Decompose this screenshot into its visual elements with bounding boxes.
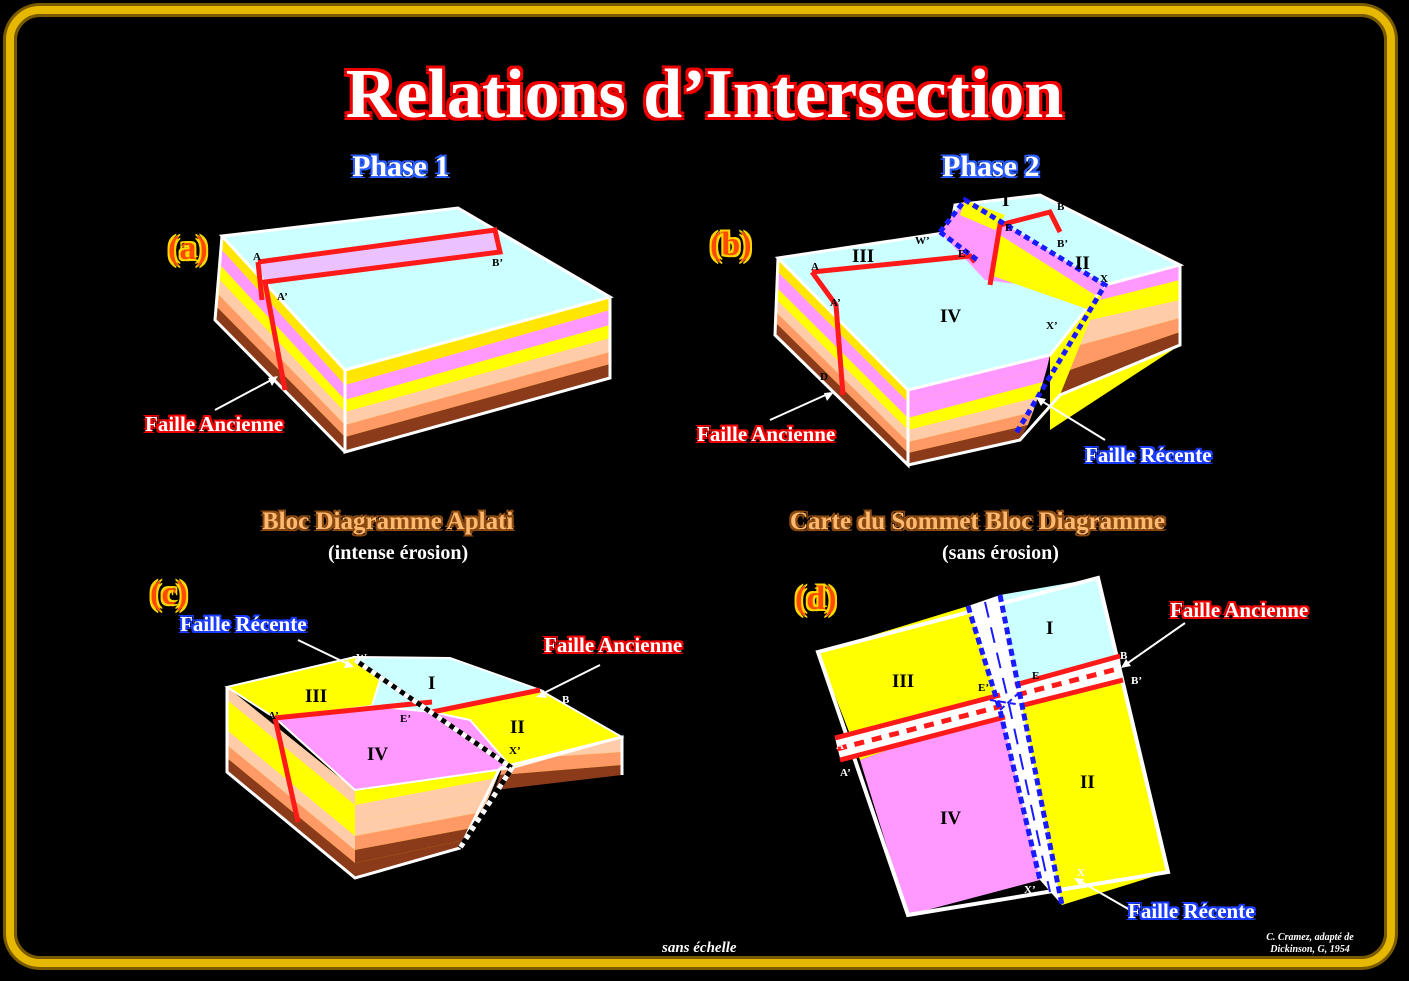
- gold-frame: [6, 6, 1395, 967]
- point-a-prime-c: A’: [268, 710, 279, 722]
- panel-c-label: (c): [150, 575, 188, 612]
- panel-a-label: (a): [168, 230, 208, 267]
- point-e-b: E: [1005, 222, 1013, 234]
- block-i-d: I: [1046, 618, 1054, 639]
- block-iv-c: IV: [367, 744, 389, 765]
- point-b-d: B: [1120, 650, 1128, 662]
- point-w-prime-b: W’: [915, 235, 930, 247]
- label-faille-ancienne-d: Faille Ancienne: [1170, 598, 1309, 622]
- label-faille-ancienne-a: Faille Ancienne: [145, 412, 284, 436]
- point-b-b: B: [1057, 201, 1065, 213]
- map-d: [815, 575, 1186, 918]
- block-iv-d: IV: [940, 808, 962, 829]
- label-faille-recente-d: Faille Récente: [1128, 899, 1255, 923]
- block-i-c: I: [428, 673, 436, 694]
- block-ii-c: II: [510, 717, 525, 738]
- point-x-b: X: [1100, 273, 1108, 285]
- point-b-prime-b: B’: [1057, 238, 1068, 250]
- point-e-prime-b: E’: [958, 248, 969, 260]
- point-e-prime-d: E’: [978, 682, 989, 694]
- block-diagram-a: [213, 206, 614, 454]
- point-x-prime-d: X’: [1024, 884, 1036, 896]
- block-ii-d: II: [1080, 772, 1095, 793]
- block-iii-b: III: [852, 246, 875, 267]
- point-e-prime-c: E’: [400, 713, 411, 725]
- point-w-c: W: [356, 652, 367, 664]
- point-x-d: X: [1077, 867, 1085, 879]
- point-d-prime: D’: [832, 404, 844, 416]
- credit: C. Cramez, adapté de Dickinson, G, 1954: [1250, 932, 1370, 956]
- point-b-prime: B’: [492, 257, 503, 269]
- block-diagram-c: [224, 639, 625, 880]
- point-a-b: A: [811, 261, 819, 273]
- block-i-b: I: [1002, 190, 1010, 211]
- block-iii-c: III: [305, 686, 328, 707]
- phase-2-heading: Phase 2: [942, 150, 1040, 183]
- label-faille-recente-b: Faille Récente: [1085, 443, 1212, 467]
- point-x-prime-b: X’: [1046, 320, 1058, 332]
- subtitle-c-note: (intense érosion): [328, 542, 469, 564]
- block-iii-d: III: [892, 671, 915, 692]
- point-w-b: W: [953, 188, 964, 200]
- phase-1-heading: Phase 1: [352, 150, 450, 183]
- block-ii-b: II: [1075, 253, 1090, 274]
- block-iv-b: IV: [940, 306, 962, 327]
- label-faille-recente-c: Faille Récente: [180, 612, 307, 636]
- point-a: A: [253, 251, 261, 263]
- point-b-c: B: [562, 694, 570, 706]
- panel-d-label: (d): [795, 580, 837, 617]
- point-d: D: [820, 371, 828, 383]
- credit-line-2: Dickinson, G, 1954: [1270, 944, 1350, 955]
- label-faille-ancienne-b: Faille Ancienne: [697, 422, 836, 446]
- credit-line-1: C. Cramez, adapté de: [1266, 932, 1354, 943]
- panel-b-label: (b): [710, 226, 752, 263]
- subtitle-d: Carte du Sommet Bloc Diagramme: [790, 508, 1165, 535]
- point-a-prime-d: A’: [840, 767, 851, 779]
- page-title: Relations d’Intersection: [345, 56, 1064, 133]
- point-a-prime-b: A’: [830, 297, 841, 309]
- point-x-prime-c: X’: [509, 745, 521, 757]
- label-faille-ancienne-c: Faille Ancienne: [544, 633, 683, 657]
- subtitle-d-note: (sans érosion): [942, 542, 1059, 564]
- point-a-d: A: [836, 740, 844, 752]
- point-b-prime-d: B’: [1131, 675, 1142, 687]
- subtitle-c: Bloc Diagramme Aplati: [262, 508, 514, 535]
- block-diagram-b: [769, 193, 1185, 469]
- scale-note: sans échelle: [662, 940, 737, 956]
- point-e-d: E: [1032, 670, 1040, 682]
- point-a-prime: A’: [277, 291, 288, 303]
